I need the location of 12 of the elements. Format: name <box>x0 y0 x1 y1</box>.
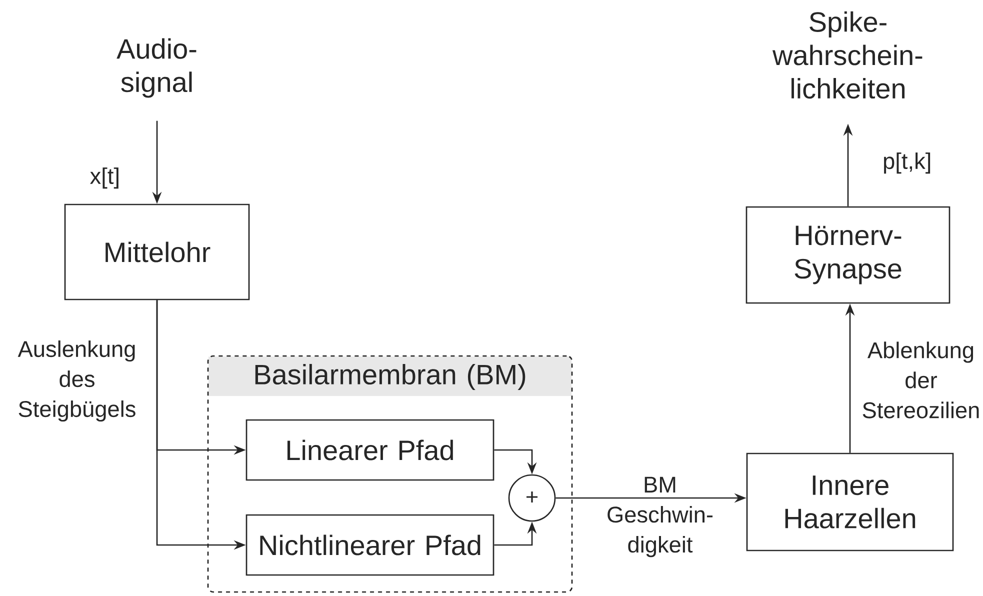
edge-label: BM Geschwin- digkeit <box>608 476 713 558</box>
edge-label: Auslenkung des Steigbügels <box>18 340 136 422</box>
process-box: Nichtlinearer Pfad <box>246 514 494 576</box>
process-box: Linearer Pfad <box>246 419 494 481</box>
signal-text: Spike- wahrschein- lichkeiten <box>772 11 922 99</box>
edge-label: Ablenkung der Stereozilien <box>862 342 979 418</box>
signal-text: Audio- signal <box>116 38 196 98</box>
process-box: Innere Haarzellen <box>746 452 954 552</box>
edge-label: x[t] <box>90 167 118 189</box>
edge-label: p[t,k] <box>884 152 930 174</box>
process-box: Hörnerv- Synapse <box>746 206 950 304</box>
process-box: Mittelohr <box>64 204 250 300</box>
